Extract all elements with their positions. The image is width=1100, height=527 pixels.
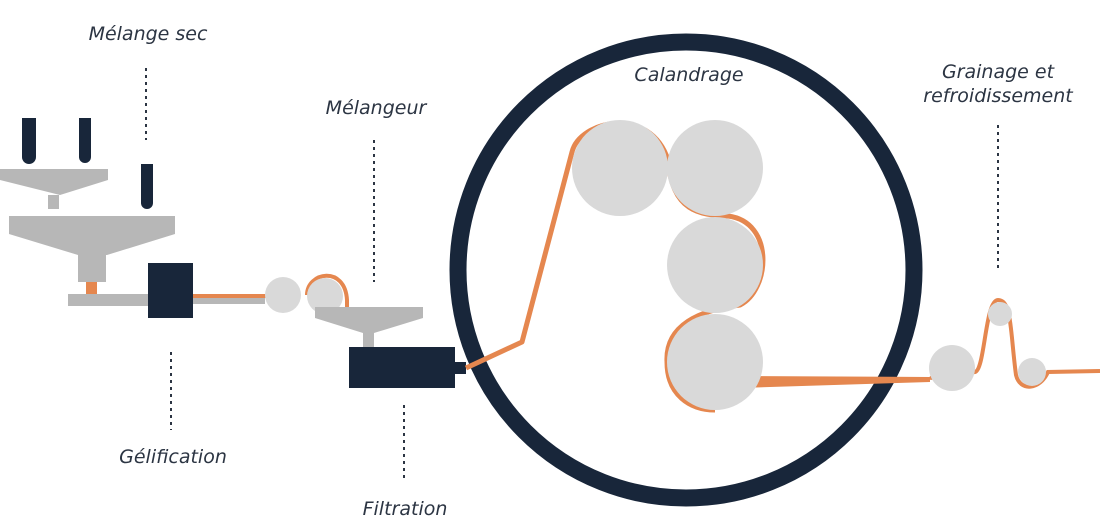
label-grainage-line1: Grainage et (941, 61, 1055, 83)
calender-roll-2 (667, 120, 763, 216)
gelification-hoppers (0, 169, 265, 306)
filtration-nozzle (455, 362, 466, 374)
small-hopper-neck (48, 195, 59, 209)
grainage-roller-2 (988, 302, 1012, 326)
mixer-roller-2 (307, 278, 343, 314)
grainage-roller-3 (1018, 358, 1046, 386)
melangeur-neck (363, 333, 374, 347)
small-hopper (0, 169, 108, 195)
calandrage-zoom-circle (449, 33, 923, 507)
mixer-roller-1 (265, 277, 301, 313)
conveyor-bar (68, 294, 148, 306)
melangeur-hopper (315, 307, 423, 333)
gel-output-bar (193, 297, 265, 304)
grainage-roller-1 (929, 345, 975, 391)
large-hopper (9, 216, 175, 255)
label-grainage-line2: refroidissement (923, 84, 1073, 107)
dry-mix-tubes (22, 118, 153, 209)
label-calandrage: Calandrage (634, 64, 744, 86)
label-filtration: Filtration (362, 498, 448, 520)
calender-roll-1 (572, 120, 668, 216)
sheet-output (740, 376, 930, 388)
calender-rolls (572, 120, 763, 410)
gel-output-strip (193, 294, 268, 298)
tube-3 (141, 164, 153, 209)
label-grainage: Grainage et refroidissement (923, 61, 1072, 109)
calender-roll-4 (667, 314, 763, 410)
gelification-block (148, 263, 193, 318)
filtration-block (349, 347, 455, 388)
tube-1 (22, 118, 36, 164)
leader-lines (145, 68, 999, 480)
label-melange-sec: Mélange sec (88, 23, 208, 45)
label-melangeur: Mélangeur (325, 97, 427, 119)
calender-roll-3 (667, 217, 763, 313)
label-gelification: Gélification (119, 446, 227, 468)
large-hopper-neck (78, 255, 106, 282)
tube-2 (79, 118, 91, 163)
gel-orange-feed (86, 282, 97, 294)
mixer-loop-strip (305, 273, 349, 310)
